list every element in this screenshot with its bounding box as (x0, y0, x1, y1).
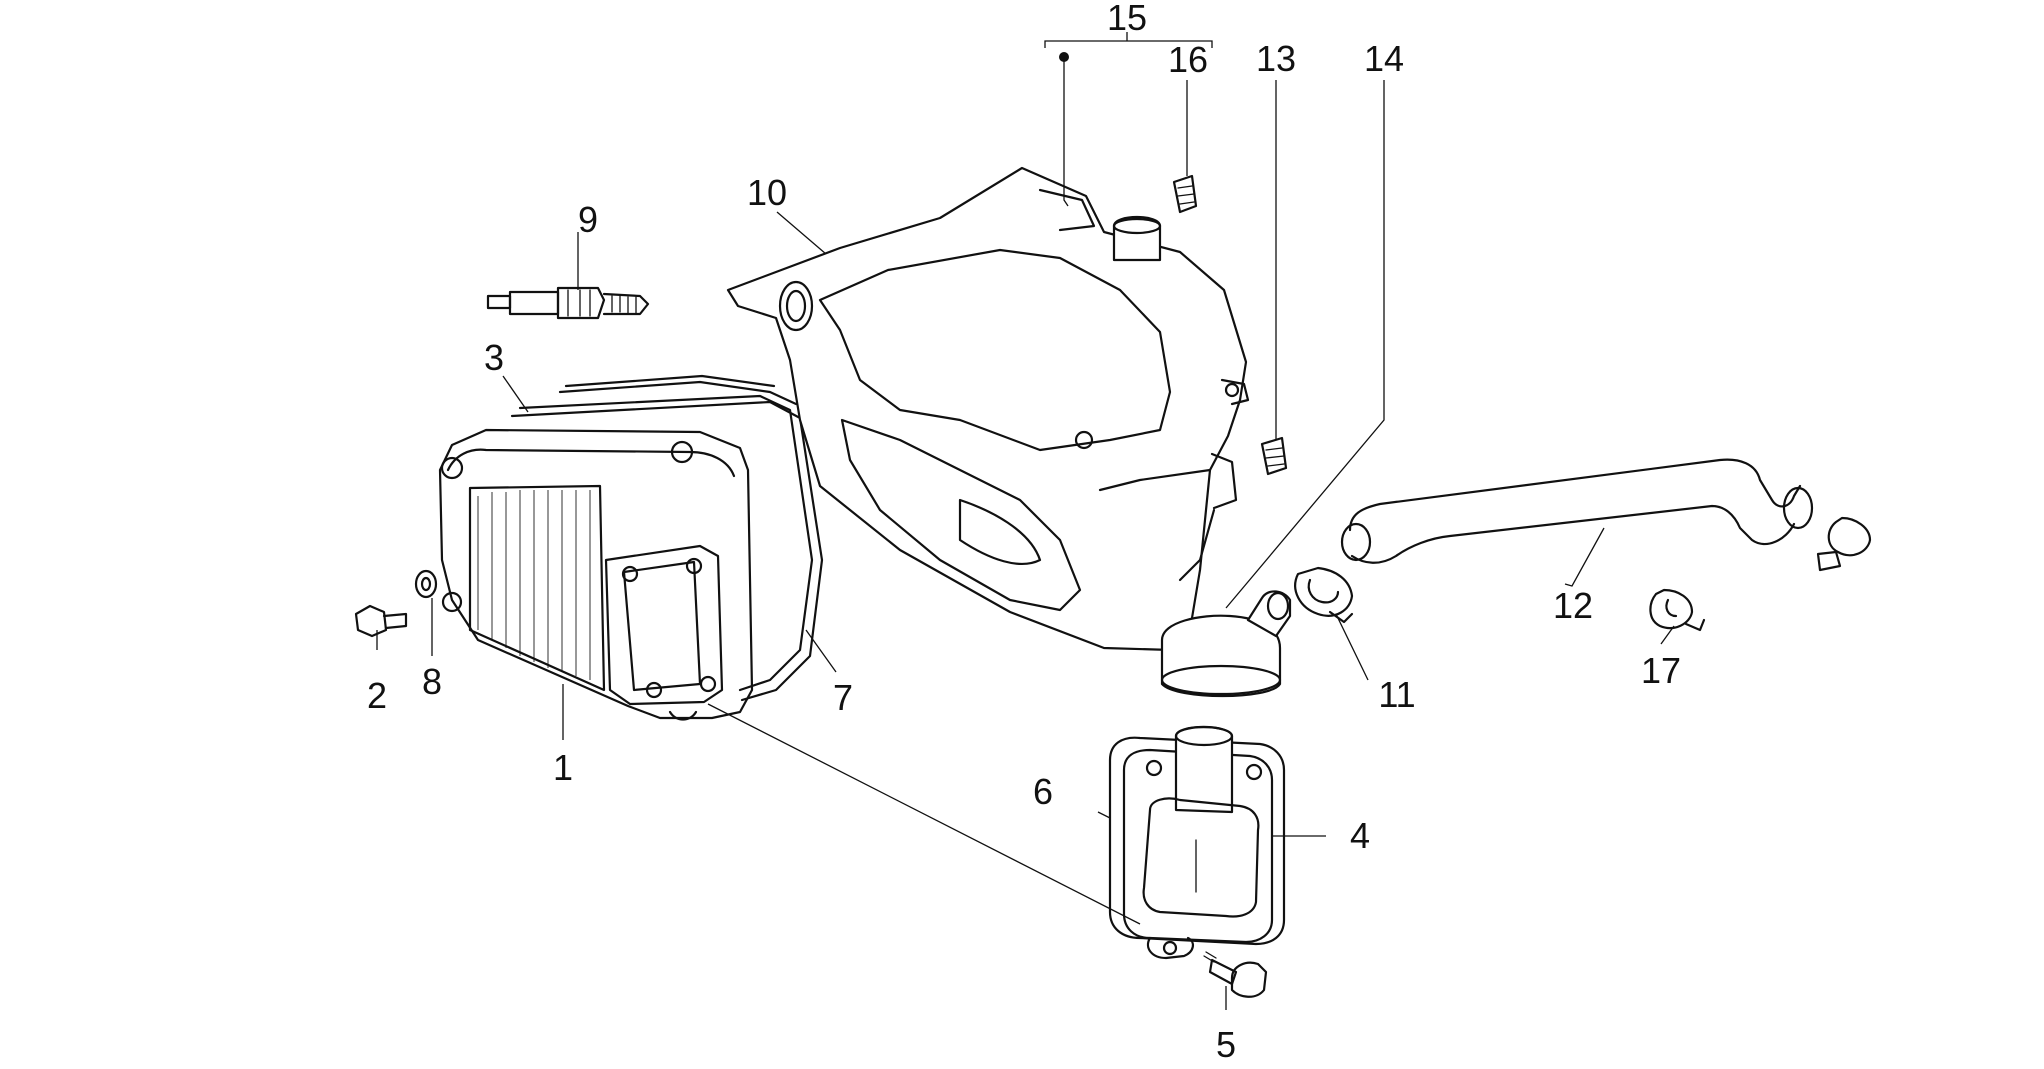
part-hose-clamps (1294, 516, 1872, 632)
callout-16: 16 (1168, 39, 1208, 80)
callout-11: 11 (1378, 674, 1415, 715)
part-cylinder-head-cover (438, 428, 754, 721)
callout-9: 9 (578, 199, 598, 240)
callout-12: 12 (1553, 585, 1593, 626)
part-air-shroud (726, 166, 1250, 652)
part-breather-hose (1340, 458, 1814, 564)
callout-labels: 1 2 3 4 5 6 7 8 9 10 11 12 13 14 15 16 1… (367, 0, 1681, 1065)
callout-14: 14 (1364, 38, 1404, 79)
callout-4: 4 (1350, 815, 1370, 856)
callout-10: 10 (747, 172, 787, 213)
part-screw (1203, 951, 1268, 998)
leader-lines (376, 32, 1675, 1010)
callout-5: 5 (1216, 1024, 1236, 1065)
callout-7: 7 (833, 677, 853, 718)
callout-1: 1 (553, 747, 573, 788)
callout-8: 8 (422, 661, 442, 702)
callout-3: 3 (484, 337, 504, 378)
callout-13: 13 (1256, 38, 1296, 79)
part-breather-box (1108, 590, 1292, 960)
callout-17: 17 (1641, 650, 1681, 691)
callout-2: 2 (367, 675, 387, 716)
callout-15: 15 (1107, 0, 1147, 38)
part-bolt-and-washer (354, 569, 438, 638)
part-spark-plug (486, 286, 650, 320)
callout-6: 6 (1033, 771, 1053, 812)
part-gaskets (510, 374, 824, 702)
part-clips (1172, 174, 1288, 476)
